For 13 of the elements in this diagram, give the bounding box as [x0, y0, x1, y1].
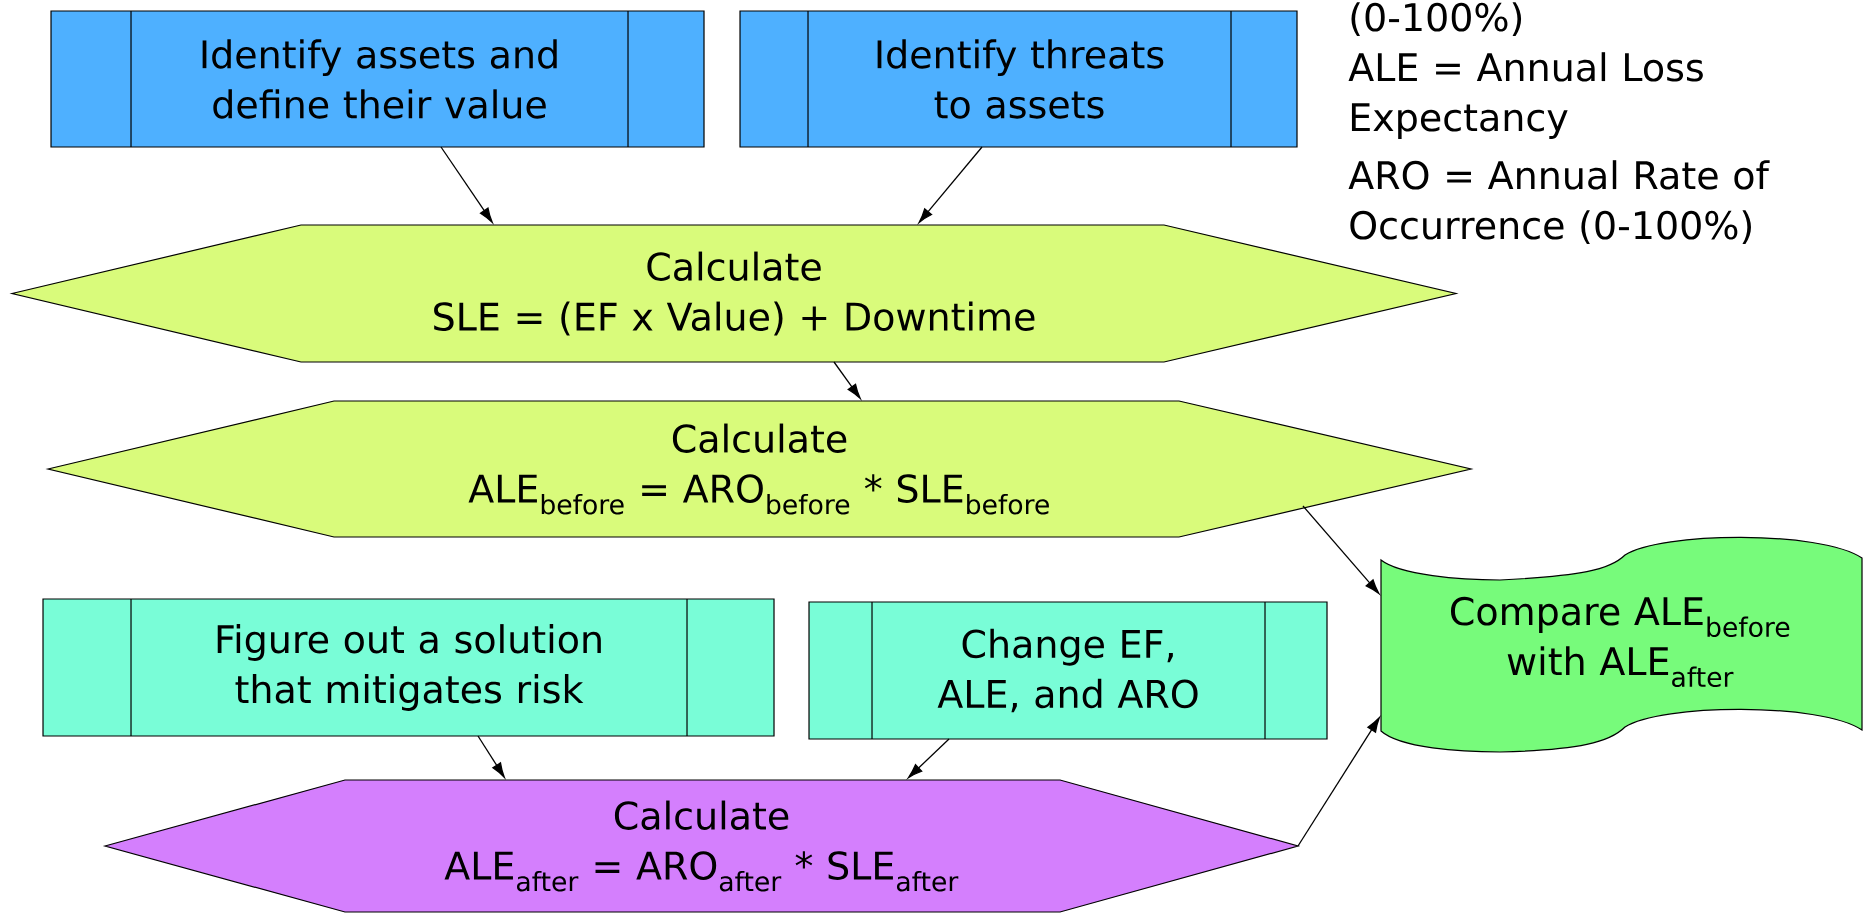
process-box: Figure out a solution that mitigates risk [42, 598, 775, 737]
process-box: Identify assets and define their value [50, 10, 705, 148]
arrow [1302, 505, 1380, 595]
arrow [833, 361, 861, 399]
arrow [477, 735, 505, 778]
note-text: (0-100%) [1351, 2, 1522, 37]
arrow [1297, 717, 1380, 847]
process-box: Identify threats to assets [739, 10, 1298, 148]
process-box: Change EF, ALE, and ARO [808, 601, 1328, 740]
arrow [918, 146, 983, 224]
note-text: ALE = Annual Loss Expectancy [1348, 52, 1703, 139]
arrow [907, 738, 950, 779]
arrow [440, 146, 493, 223]
